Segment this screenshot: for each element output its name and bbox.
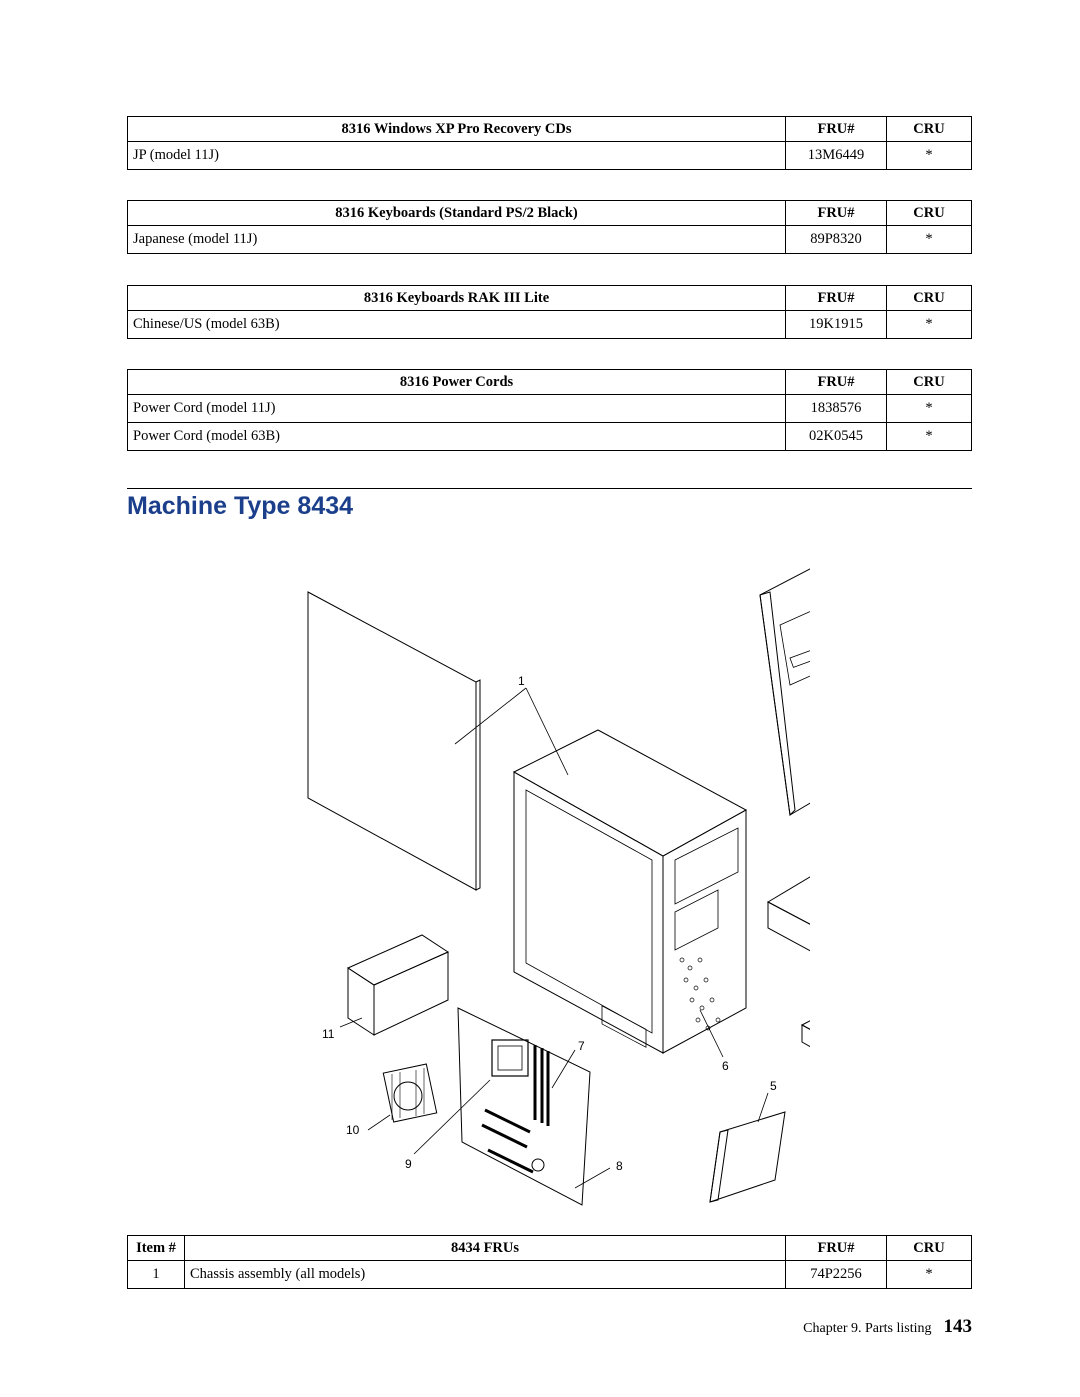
- diskette-drive-part: [800, 1020, 810, 1048]
- table-row: Japanese (model 11J) 89P8320 *: [127, 225, 972, 254]
- cru-flag: *: [886, 141, 972, 170]
- part-description: Chassis assembly (all models): [184, 1260, 786, 1289]
- table-header-fru: FRU#: [785, 116, 887, 142]
- fru-8434-table: Item # 8434 FRUs FRU# CRU 1 Chassis asse…: [127, 1235, 972, 1289]
- fru-number: 02K0545: [785, 422, 887, 451]
- table-row: 1 Chassis assembly (all models) 74P2256 …: [127, 1260, 972, 1289]
- side-cover-part: [307, 591, 481, 891]
- table-header-title: 8316 Keyboards (Standard PS/2 Black): [127, 200, 786, 226]
- part-description: Power Cord (model 11J): [127, 394, 786, 423]
- part-description: Power Cord (model 63B): [127, 422, 786, 451]
- keyboards-rak-table: 8316 Keyboards RAK III Lite FRU# CRU Chi…: [127, 285, 972, 339]
- cru-flag: *: [886, 225, 972, 254]
- table-row: Power Cord (model 63B) 02K0545 *: [127, 422, 972, 451]
- table-header-title: 8316 Power Cords: [127, 369, 786, 395]
- hard-drive-part: [709, 1111, 786, 1203]
- callout-8: 8: [616, 1159, 623, 1173]
- heatsink-fan-part: [382, 1063, 438, 1123]
- part-description: JP (model 11J): [127, 141, 786, 170]
- section-divider: [127, 488, 972, 489]
- item-number: 1: [127, 1260, 185, 1289]
- callout-9: 9: [405, 1157, 412, 1171]
- cru-flag: *: [886, 310, 972, 339]
- table-row: Chinese/US (model 63B) 19K1915 *: [127, 310, 972, 339]
- keyboards-ps2-table: 8316 Keyboards (Standard PS/2 Black) FRU…: [127, 200, 972, 254]
- power-supply-part: [346, 934, 450, 1036]
- fru-number: 89P8320: [785, 225, 887, 254]
- table-row: JP (model 11J) 13M6449 *: [127, 141, 972, 170]
- cru-flag: *: [886, 394, 972, 423]
- table-header-title: 8316 Windows XP Pro Recovery CDs: [127, 116, 786, 142]
- table-header-cru: CRU: [886, 116, 972, 142]
- power-cords-table: 8316 Power Cords FRU# CRU Power Cord (mo…: [127, 369, 972, 451]
- fru-number: 13M6449: [785, 141, 887, 170]
- page-number: 143: [943, 1316, 973, 1337]
- part-description: Chinese/US (model 63B): [127, 310, 786, 339]
- callout-10: 10: [346, 1123, 360, 1137]
- table-header-fru: FRU#: [785, 369, 887, 395]
- front-bezel-part: [759, 568, 810, 817]
- table-header-cru: CRU: [886, 285, 972, 311]
- fru-number: 74P2256: [785, 1260, 887, 1289]
- optical-drive-part: [766, 876, 810, 952]
- part-description: Japanese (model 11J): [127, 225, 786, 254]
- recovery-cd-table: 8316 Windows XP Pro Recovery CDs FRU# CR…: [127, 116, 972, 170]
- table-header-fru: FRU#: [785, 200, 887, 226]
- table-header-title: 8434 FRUs: [184, 1235, 786, 1261]
- system-board-part: [457, 1007, 591, 1206]
- table-header-fru: FRU#: [785, 1235, 887, 1261]
- table-header-fru: FRU#: [785, 285, 887, 311]
- cru-flag: *: [886, 1260, 972, 1289]
- table-header-title: 8316 Keyboards RAK III Lite: [127, 285, 786, 311]
- fru-number: 1838576: [785, 394, 887, 423]
- page-footer: Chapter 9. Parts listing 143: [803, 1316, 972, 1338]
- callout-6: 6: [722, 1059, 729, 1073]
- table-header-item: Item #: [127, 1235, 185, 1261]
- table-header-cru: CRU: [886, 1235, 972, 1261]
- section-title: Machine Type 8434: [127, 492, 354, 520]
- exploded-parts-diagram: 1 2 3 4 5 6 7 8 9 10 11: [307, 568, 810, 1206]
- callout-leaders: [339, 687, 769, 1189]
- callout-7: 7: [578, 1039, 585, 1053]
- chassis-part: [512, 729, 748, 1054]
- callout-5: 5: [770, 1079, 777, 1093]
- chapter-label: Chapter 9. Parts listing: [803, 1321, 932, 1336]
- cru-flag: *: [886, 422, 972, 451]
- table-header-cru: CRU: [886, 200, 972, 226]
- table-row: Power Cord (model 11J) 1838576 *: [127, 394, 972, 423]
- table-header-cru: CRU: [886, 369, 972, 395]
- callout-11: 11: [322, 1027, 335, 1041]
- fru-number: 19K1915: [785, 310, 887, 339]
- callout-1: 1: [518, 674, 525, 688]
